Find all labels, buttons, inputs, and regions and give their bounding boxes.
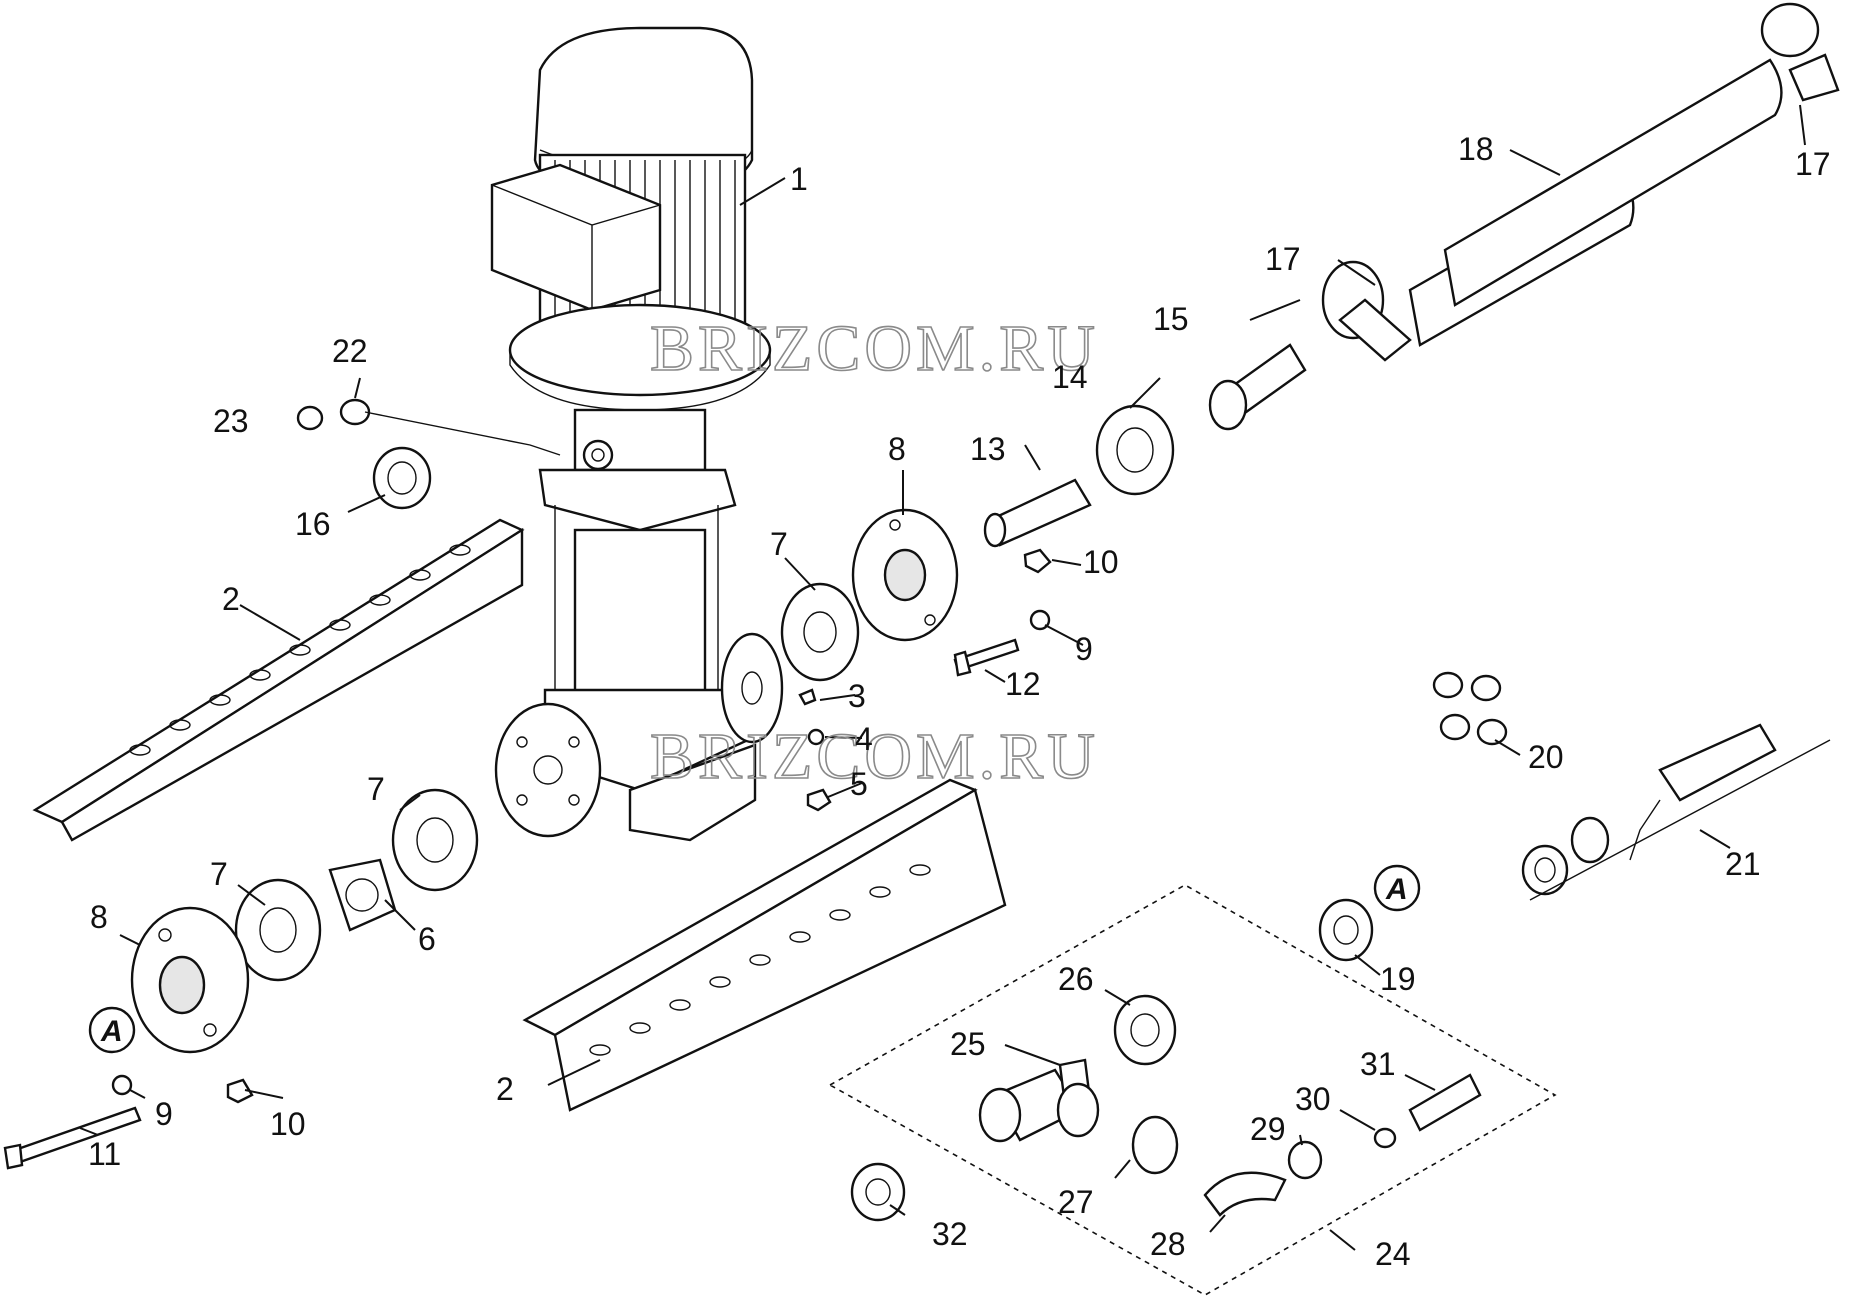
label-part-17b: 17	[1795, 146, 1831, 182]
watermark-middle: BRIZCOM.RU	[650, 720, 1099, 793]
leader-lines	[79, 104, 1806, 1251]
label-part-13: 13	[970, 431, 1006, 467]
label-part-5: 5	[850, 766, 868, 802]
label-part-21: 21	[1725, 846, 1761, 882]
mark-a-label-1: A	[100, 1015, 123, 1048]
label-part-24: 24	[1375, 1236, 1411, 1272]
label-part-27: 27	[1058, 1184, 1094, 1220]
label-part-20: 20	[1528, 739, 1564, 775]
bracket-right	[522, 778, 1007, 1112]
outlet-parts	[780, 508, 1052, 812]
pump-assembly	[490, 26, 784, 842]
label-part-9b: 9	[155, 1096, 173, 1132]
mark-a-kit: A	[1373, 864, 1421, 912]
label-part-4: 4	[855, 721, 873, 757]
mark-a-flange: A	[88, 1006, 136, 1054]
watermark-top: BRIZCOM.RU	[650, 312, 1099, 385]
label-part-7b: 7	[367, 771, 385, 807]
mark-a-label-2: A	[1385, 873, 1408, 906]
label-part-19: 19	[1380, 961, 1416, 997]
label-part-23: 23	[213, 403, 249, 439]
sensor-21	[1521, 723, 1831, 901]
label-part-29: 29	[1250, 1111, 1286, 1147]
label-part-7a: 7	[770, 526, 788, 562]
label-part-10a: 10	[1083, 544, 1119, 580]
label-part-1: 1	[790, 161, 808, 197]
label-part-2a: 2	[222, 581, 240, 617]
label-part-11: 11	[88, 1136, 121, 1172]
label-part-17a: 17	[1265, 241, 1301, 277]
kit-24	[828, 884, 1557, 1296]
label-part-25: 25	[950, 1026, 986, 1062]
label-part-8a: 8	[888, 431, 906, 467]
label-part-12: 12	[1005, 666, 1041, 702]
label-part-14: 14	[1052, 359, 1088, 395]
label-part-30: 30	[1295, 1081, 1331, 1117]
label-part-28: 28	[1150, 1226, 1186, 1262]
label-part-3: 3	[848, 678, 866, 714]
fitting-set-20	[1432, 671, 1508, 746]
label-part-10b: 10	[270, 1106, 306, 1142]
suction-line	[983, 2, 1840, 548]
label-part-8b: 8	[90, 899, 108, 935]
part-labels: 1 2 2 3 4 5 6 7 7 7 8 8 9 9 10 10 11 12 …	[88, 131, 1831, 1272]
label-part-2b: 2	[496, 1071, 514, 1107]
label-part-26: 26	[1058, 961, 1094, 997]
label-part-18: 18	[1458, 131, 1494, 167]
bracket-left	[32, 518, 525, 842]
label-part-32: 32	[932, 1216, 968, 1252]
label-part-22: 22	[332, 333, 368, 369]
label-part-31: 31	[1360, 1046, 1396, 1082]
label-part-15: 15	[1153, 301, 1189, 337]
label-part-6: 6	[418, 921, 436, 957]
label-part-9a: 9	[1075, 631, 1093, 667]
label-part-7c: 7	[210, 856, 228, 892]
gauge-line	[296, 398, 561, 510]
label-part-16: 16	[295, 506, 331, 542]
inlet-parts	[3, 788, 479, 1170]
